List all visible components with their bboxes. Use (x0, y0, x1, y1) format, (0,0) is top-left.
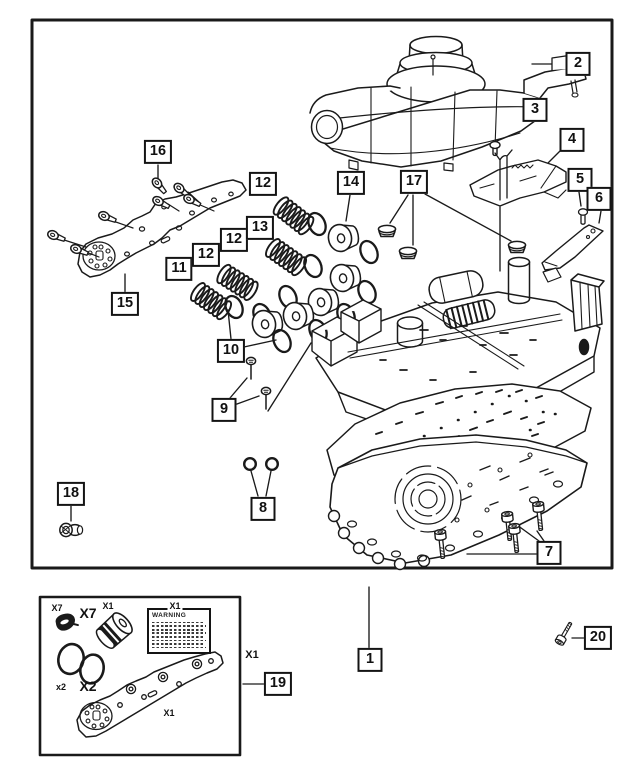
callout-16[interactable]: 16 (143, 139, 173, 165)
warning-label-title: WARNING (152, 612, 187, 619)
callout-4[interactable]: 4 (559, 127, 585, 153)
quantity-label: x2 (55, 682, 67, 692)
warning-text-line (152, 643, 205, 645)
callout-15[interactable]: 15 (110, 291, 140, 317)
warning-label: WARNING (147, 608, 211, 654)
callout-18[interactable]: 18 (56, 481, 86, 507)
callout-1[interactable]: 1 (357, 647, 383, 673)
quantity-label: X1 (102, 601, 114, 611)
warning-text-line (152, 632, 206, 635)
quantity-label: X1 (245, 649, 259, 661)
warning-text-line (152, 636, 205, 638)
callout-13[interactable]: 13 (245, 215, 275, 241)
quantity-label: X7 (79, 605, 97, 621)
quantity-label: X1 (167, 601, 183, 611)
quantity-label: X7 (51, 603, 63, 613)
warning-text-line (152, 628, 205, 631)
callout-3[interactable]: 3 (522, 97, 548, 123)
callout-10[interactable]: 10 (216, 338, 246, 364)
callout-7[interactable]: 7 (536, 540, 562, 566)
callout-14[interactable]: 14 (336, 170, 366, 196)
callout-12[interactable]: 12 (219, 227, 249, 253)
callout-12[interactable]: 12 (248, 171, 278, 197)
callout-17[interactable]: 17 (399, 169, 429, 195)
callout-20[interactable]: 20 (583, 625, 613, 651)
warning-text-line (152, 621, 205, 624)
callout-12[interactable]: 12 (191, 242, 221, 268)
warning-text-line (152, 646, 206, 649)
callout-19[interactable]: 19 (263, 671, 293, 697)
callout-11[interactable]: 11 (165, 256, 193, 282)
quantity-label: X2 (79, 678, 97, 694)
warning-text-line (152, 625, 206, 627)
callout-9[interactable]: 9 (211, 397, 237, 423)
quantity-label: X1 (163, 708, 175, 718)
warning-label-text-lines (152, 621, 206, 649)
callout-6[interactable]: 6 (586, 186, 612, 212)
callout-2[interactable]: 2 (565, 51, 591, 77)
warning-text-line (152, 639, 206, 642)
callout-8[interactable]: 8 (250, 496, 276, 522)
